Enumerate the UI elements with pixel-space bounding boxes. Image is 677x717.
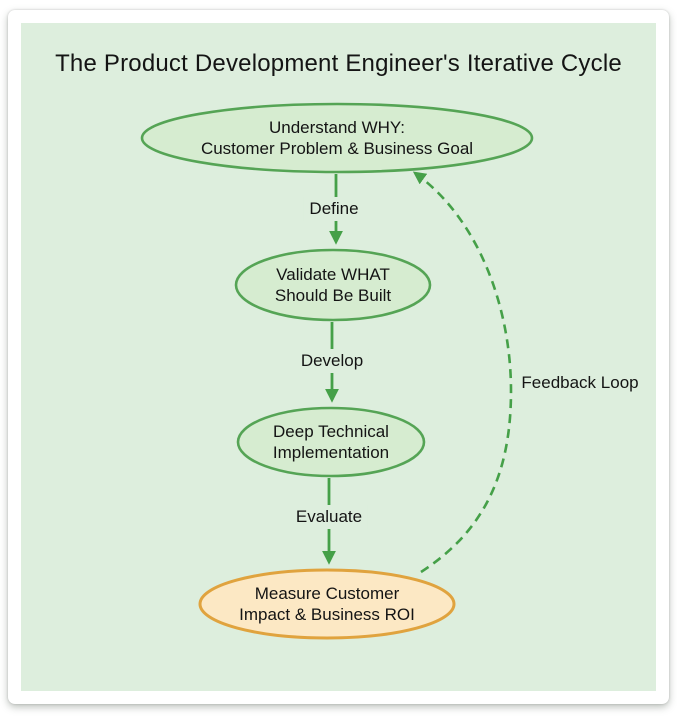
edge-define-label: Define <box>303 197 365 221</box>
diagram-card: The Product Development Engineer's Itera… <box>8 10 669 704</box>
node-validate-what-label: Validate WHAT Should Be Built <box>274 265 392 305</box>
edge-feedback-loop-arrow <box>412 171 513 574</box>
node-validate-what-shape <box>234 248 432 322</box>
node-measure-impact-shape <box>198 568 456 640</box>
node-understand-why-label: Understand WHY: Customer Problem & Busin… <box>200 118 474 158</box>
node-deep-technical-label: Deep Technical Implementation <box>272 422 390 462</box>
node-understand-why-shape <box>140 102 534 174</box>
node-measure-impact-label: Measure Customer Impact & Business ROI <box>239 584 415 624</box>
diagram-title: The Product Development Engineer's Itera… <box>55 50 622 77</box>
edge-feedback-loop-label: Feedback Loop <box>521 373 639 392</box>
diagram-shapes <box>140 102 534 640</box>
diagram-panel: The Product Development Engineer's Itera… <box>21 23 656 691</box>
edge-develop-label: Develop <box>294 349 370 373</box>
node-deep-technical-shape <box>236 406 426 478</box>
edge-evaluate-label: Evaluate <box>289 505 369 529</box>
